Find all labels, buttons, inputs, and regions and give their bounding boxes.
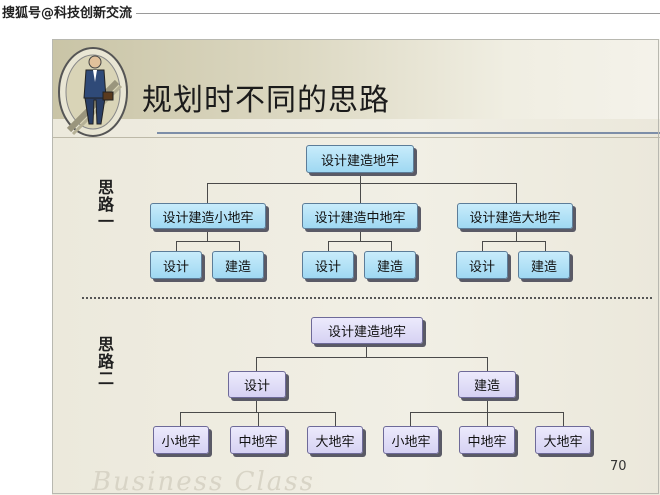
section2-leaf-node: 小地牢 xyxy=(383,426,439,454)
section1-child-node: 设计建造小地牢 xyxy=(150,203,266,229)
section1-child-node: 设计建造中地牢 xyxy=(302,203,418,229)
title-band xyxy=(52,39,660,119)
connector xyxy=(482,241,546,242)
connector xyxy=(487,398,488,412)
section2-leaf-node: 大地牢 xyxy=(307,426,363,454)
section1-leaf-node: 建造 xyxy=(518,251,570,279)
section1-root-node: 设计建造地牢 xyxy=(306,145,414,173)
connector xyxy=(239,241,240,251)
connector xyxy=(176,241,240,242)
title-rule-thin xyxy=(52,137,660,138)
section2-leaf-node: 大地牢 xyxy=(535,426,591,454)
connector xyxy=(516,183,517,203)
connector xyxy=(516,229,517,241)
connector xyxy=(545,241,546,251)
watermark-rule xyxy=(0,13,660,14)
slide-title: 规划时不同的思路 xyxy=(142,83,390,118)
section2-child-node: 设计 xyxy=(228,371,286,398)
section2-child-node: 建造 xyxy=(458,371,516,398)
section1-leaf-node: 建造 xyxy=(212,251,264,279)
connector xyxy=(258,412,259,426)
connector xyxy=(328,241,392,242)
connector xyxy=(180,412,181,426)
connector xyxy=(256,398,257,412)
footer-watermark: Business Class xyxy=(92,467,315,495)
connector xyxy=(366,344,367,357)
connector xyxy=(487,357,488,371)
section1-label: 思路一 xyxy=(95,179,114,230)
connector xyxy=(410,412,411,426)
title-rule xyxy=(157,132,660,134)
section2-root-node: 设计建造地牢 xyxy=(311,317,423,344)
section1-child-node: 设计建造大地牢 xyxy=(457,203,573,229)
section2-leaf-node: 中地牢 xyxy=(230,426,286,454)
section1-leaf-node: 设计 xyxy=(456,251,508,279)
businessman-figure xyxy=(58,47,128,137)
connector xyxy=(207,229,208,241)
connector xyxy=(328,241,329,251)
section2-label: 思路二 xyxy=(95,336,114,387)
connector xyxy=(256,357,257,371)
section1-leaf-node: 建造 xyxy=(364,251,416,279)
connector xyxy=(335,412,336,426)
section2-leaf-node: 中地牢 xyxy=(459,426,515,454)
section2-leaf-node: 小地牢 xyxy=(153,426,209,454)
slide: 规划时不同的思路 Business Class 70 思路一 思路二 设计建造地… xyxy=(52,39,660,495)
section1-leaf-node: 设计 xyxy=(150,251,202,279)
connector xyxy=(487,412,488,426)
connector xyxy=(256,357,488,358)
connector xyxy=(176,241,177,251)
connector xyxy=(563,412,564,426)
connector xyxy=(360,183,361,203)
watermark-text: 搜狐号@科技创新交流 xyxy=(0,4,137,24)
section-divider xyxy=(82,297,652,299)
page-number: 70 xyxy=(610,459,627,474)
connector xyxy=(360,173,361,183)
connector xyxy=(207,183,517,184)
connector xyxy=(482,241,483,251)
section1-leaf-node: 设计 xyxy=(302,251,354,279)
connector xyxy=(391,241,392,251)
connector xyxy=(207,183,208,203)
connector xyxy=(360,229,361,241)
